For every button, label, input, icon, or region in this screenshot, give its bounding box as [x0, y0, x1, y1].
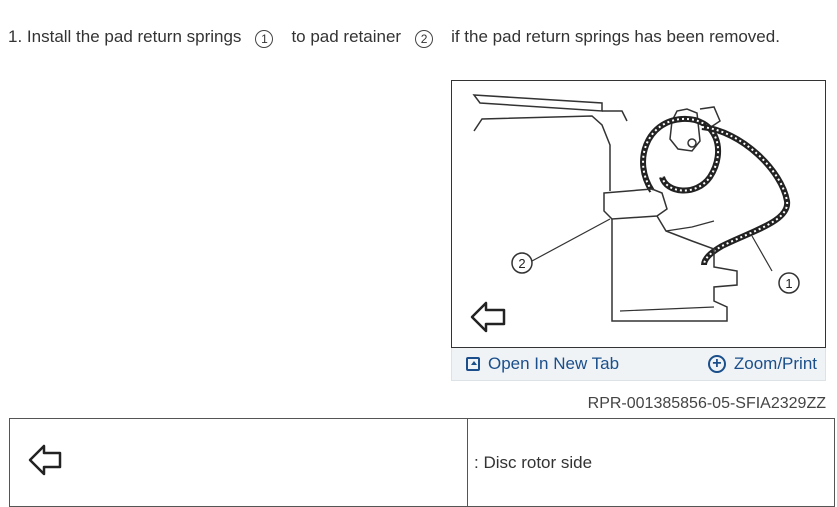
- step-text-after: if the pad return springs has been remov…: [451, 27, 780, 46]
- legend-description-cell: : Disc rotor side: [467, 418, 835, 507]
- open-new-tab-icon: [466, 357, 480, 371]
- hollow-arrow-left-icon: [28, 444, 62, 476]
- open-new-tab-link[interactable]: Open In New Tab: [466, 354, 619, 374]
- callout-2: 2: [518, 256, 525, 271]
- ref-1-badge: 1: [255, 30, 274, 48]
- figure-toolbar: Open In New Tab + Zoom/Print: [451, 348, 826, 381]
- zoom-plus-icon: +: [707, 355, 726, 373]
- open-new-tab-label: Open In New Tab: [488, 354, 620, 373]
- step-text-middle: to pad retainer: [291, 27, 402, 46]
- callout-1: 1: [785, 276, 792, 291]
- figure-id: RPR-001385856-05-SFIA2329ZZ: [587, 395, 826, 412]
- figure-container: 2 1 Open In New Tab + Zoom/Print: [451, 80, 826, 381]
- legend-symbol-cell: [9, 418, 468, 507]
- technical-illustration: 2 1: [451, 80, 826, 348]
- spring-retainer-drawing: 2 1: [470, 94, 800, 333]
- zoom-print-label: Zoom/Print: [733, 354, 817, 373]
- step-instruction: 1. Install the pad return springs 1 to p…: [8, 27, 780, 48]
- step-text-before: Install the pad return springs: [26, 27, 242, 46]
- symbol-legend-table: : Disc rotor side: [9, 418, 835, 507]
- hollow-arrow-left-icon: [470, 301, 506, 333]
- table-row: : Disc rotor side: [9, 418, 835, 507]
- zoom-print-link[interactable]: + Zoom/Print: [707, 354, 817, 374]
- ref-2-badge: 2: [415, 30, 434, 48]
- step-number: 1.: [8, 27, 23, 46]
